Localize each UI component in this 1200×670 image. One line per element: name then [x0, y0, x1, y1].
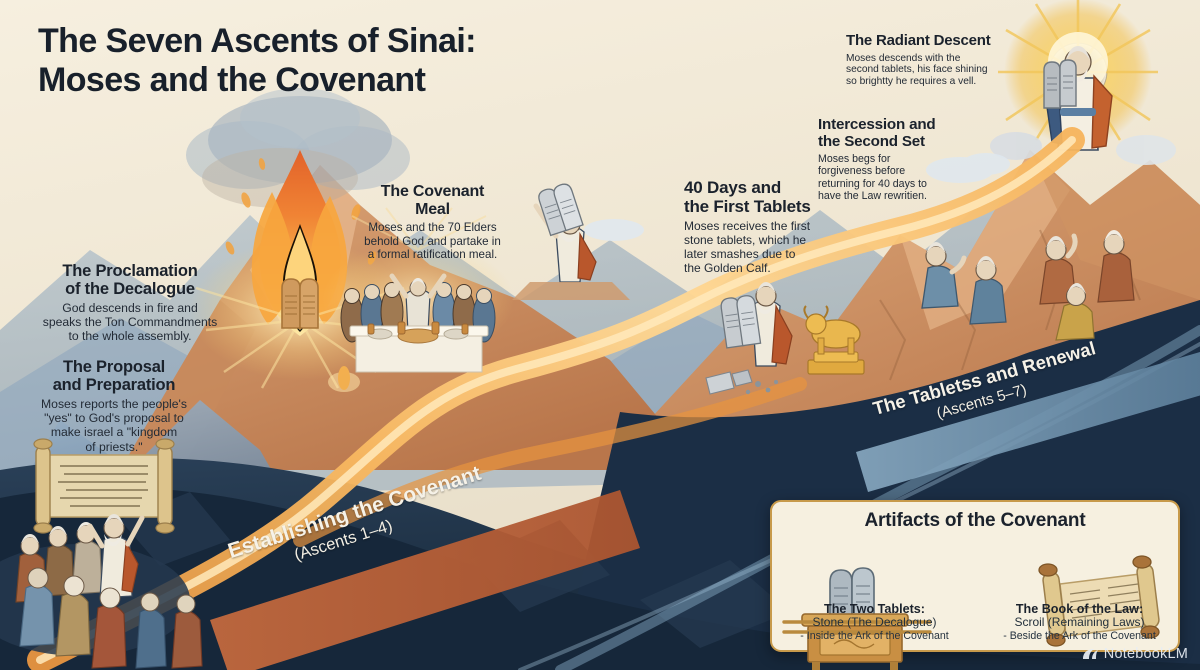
page-title: The Seven Ascents of Sinai: Moses and th…: [38, 22, 476, 99]
annotation-body: Moses and the 70 Elders behold God and p…: [364, 221, 501, 262]
annotation-heading: 40 Days and the First Tablets: [684, 178, 811, 216]
annotation-covenant-meal: The Covenant Meal Moses and the 70 Elder…: [340, 183, 525, 262]
notebooklm-watermark: NotebookLM: [1082, 646, 1188, 662]
annotation-body: Moses begs for forgiveness before return…: [818, 153, 927, 203]
annotation-body: Moses descends with the second tablets, …: [846, 52, 988, 88]
annotation-heading: Intercession and the Second Set: [818, 116, 936, 150]
banner-ribbon-left: [210, 490, 640, 670]
legend-item-book-of-the-law: The Book of the Law: Scroil (Remaining L…: [977, 602, 1182, 642]
watermark-label: NotebookLM: [1103, 646, 1188, 662]
radiant-moses-summit: [998, 0, 1158, 152]
legend-item-desc: Scroil (Remaining Laws): [1014, 615, 1145, 629]
legend-illustrations: [782, 555, 1160, 670]
annotation-radiant-descent: The Radiant Descent Moses descends with …: [846, 32, 1026, 88]
annotation-intercession-and-second-set: Intercession and the Second Set Moses be…: [818, 116, 970, 203]
golden-calf-scene: [705, 282, 865, 395]
annotation-heading: The Proposal and Preparation: [52, 358, 176, 394]
hebrew-scroll: [33, 438, 175, 534]
legend-title: Artifacts of the Covenant: [864, 510, 1086, 531]
israelite-assembly: [0, 514, 203, 669]
legend-item-name: The Book of the Law:: [1015, 602, 1144, 616]
banner-ribbon-right: [856, 352, 1200, 492]
annotation-body: Moses receives the first stone tablets, …: [684, 219, 811, 275]
annotation-heading: The Proclamation of the Decalogue: [62, 262, 198, 298]
legend-item-desc: Stone (The Decalogue): [812, 615, 937, 629]
onlooking-israelites: [969, 230, 1135, 341]
annotation-proposal-and-preparation: The Proposal and Preparation Moses repor…: [8, 358, 220, 454]
legend-item-name: The Two Tablets:: [824, 602, 925, 616]
legend-item-two-tablets: The Two Tablets: Stone (The Decalogue) -…: [772, 602, 977, 642]
legend-artifacts-of-the-covenant: Artifacts of the Covenant: [770, 500, 1182, 670]
moses-lifting-tablets: [512, 183, 630, 300]
annotation-body: God descends in fire and speaks the Ton …: [42, 301, 218, 344]
annotation-heading: The Covenant Meal: [380, 183, 485, 218]
notebooklm-spark-icon: [1082, 648, 1098, 659]
annotation-body: Moses reports the people's "yes" to God'…: [41, 397, 187, 454]
legend-item-note: - Beside the Ark of the Covenant: [1003, 629, 1156, 642]
torah-scroll-icon: [1038, 555, 1160, 647]
decalogue-tablets-in-fire: [281, 278, 319, 329]
annotation-forty-days-and-first-tablets: 40 Days and the First Tablets Moses rece…: [684, 178, 856, 275]
annotation-proclamation-of-the-decalogue: The Proclamation of the Decalogue God de…: [26, 262, 234, 344]
ark-of-the-covenant-icon: [782, 567, 932, 670]
covenant-meal-scene: [322, 207, 514, 373]
kneeling-intercessor: [921, 242, 967, 309]
annotation-heading: The Radiant Descent: [846, 32, 991, 49]
legend-item-note: - Inside the Ark of the Covenant: [800, 629, 949, 642]
